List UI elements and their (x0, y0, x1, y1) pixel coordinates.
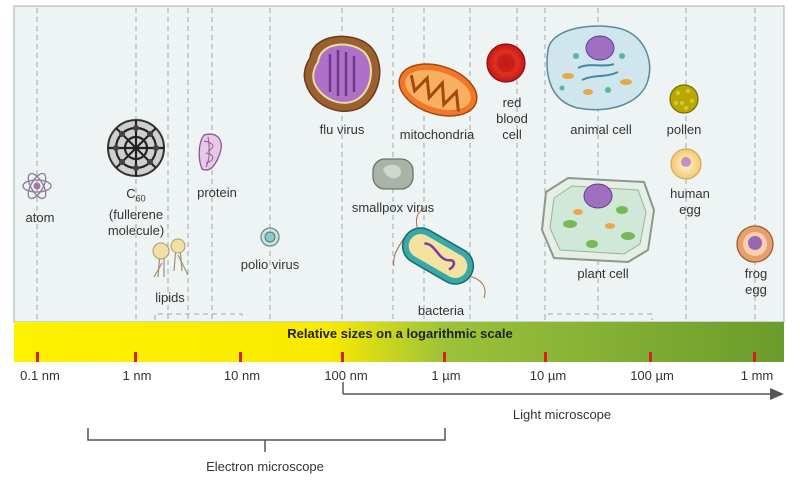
arrow-head (770, 388, 784, 400)
scale-ticks (36, 352, 756, 362)
electron-microscope-label: Electron microscope (206, 459, 324, 474)
label-smallpox-virus: smallpox virus (351, 200, 435, 215)
label-human-egg: human egg (670, 186, 710, 218)
bacteria-icon (393, 207, 486, 299)
label-human-egg-line2: egg (679, 202, 701, 217)
human-egg-icon (670, 148, 702, 180)
label-plant-cell: plant cell (577, 266, 629, 281)
label-human-egg-line1: human (670, 186, 710, 201)
label-frog-egg-line2: egg (745, 282, 767, 297)
mitochondria-icon (398, 63, 478, 117)
label-fullerene-line3: molecule) (107, 222, 165, 238)
label-rbc-line2: blood (496, 111, 528, 126)
label-mitochondria: mitochondria (399, 127, 475, 142)
light-microscope-arrow (342, 382, 772, 395)
tick-label: 10 nm (223, 368, 261, 383)
protein-icon (198, 133, 222, 171)
tick-label: 10 µm (529, 368, 567, 383)
label-fullerene: C60 (fullerene molecule) (108, 186, 164, 239)
smallpox-virus-icon (372, 158, 414, 190)
flu-virus-icon (303, 35, 381, 113)
label-bacteria: bacteria (417, 303, 465, 318)
red-blood-cell-icon (486, 43, 526, 83)
lipids-icon (152, 238, 189, 278)
label-lipids: lipids (155, 290, 185, 305)
tick-label: 100 nm (324, 368, 368, 383)
label-rbc-line3: cell (502, 127, 522, 142)
label-flu-virus: flu virus (319, 122, 365, 137)
label-frog-egg: frog egg (745, 266, 767, 298)
polio-virus-icon (260, 227, 280, 247)
label-fullerene-sub: 60 (135, 193, 146, 204)
scale-title: Relative sizes on a logarithmic scale (287, 326, 513, 341)
label-red-blood-cell: red blood cell (496, 95, 528, 143)
tick-label: 1 mm (740, 368, 774, 383)
tick-label: 1 µm (431, 368, 461, 383)
label-fullerene-line2: (fullerene (108, 206, 164, 222)
light-microscope-label: Light microscope (512, 407, 612, 422)
label-pollen: pollen (666, 122, 702, 137)
label-polio-virus: polio virus (240, 257, 300, 272)
label-animal-cell: animal cell (570, 122, 632, 137)
atom-icon (22, 172, 52, 200)
fullerene-icon (107, 119, 165, 177)
electron-microscope-bracket (87, 428, 446, 452)
tick-label: 1 nm (122, 368, 152, 383)
label-rbc-line1: red (502, 95, 522, 110)
pollen-icon (669, 84, 699, 114)
plant-cell-icon (540, 176, 656, 264)
frog-egg-icon (736, 225, 774, 263)
animal-cell-icon (546, 25, 651, 111)
label-frog-egg-line1: frog (744, 266, 768, 281)
label-protein: protein (197, 185, 237, 200)
log-scale-bar (14, 322, 784, 362)
tick-label: 0.1 nm (20, 368, 60, 383)
label-fullerene-c: C (126, 186, 136, 201)
label-atom: atom (25, 210, 55, 225)
tick-label: 100 µm (630, 368, 674, 383)
